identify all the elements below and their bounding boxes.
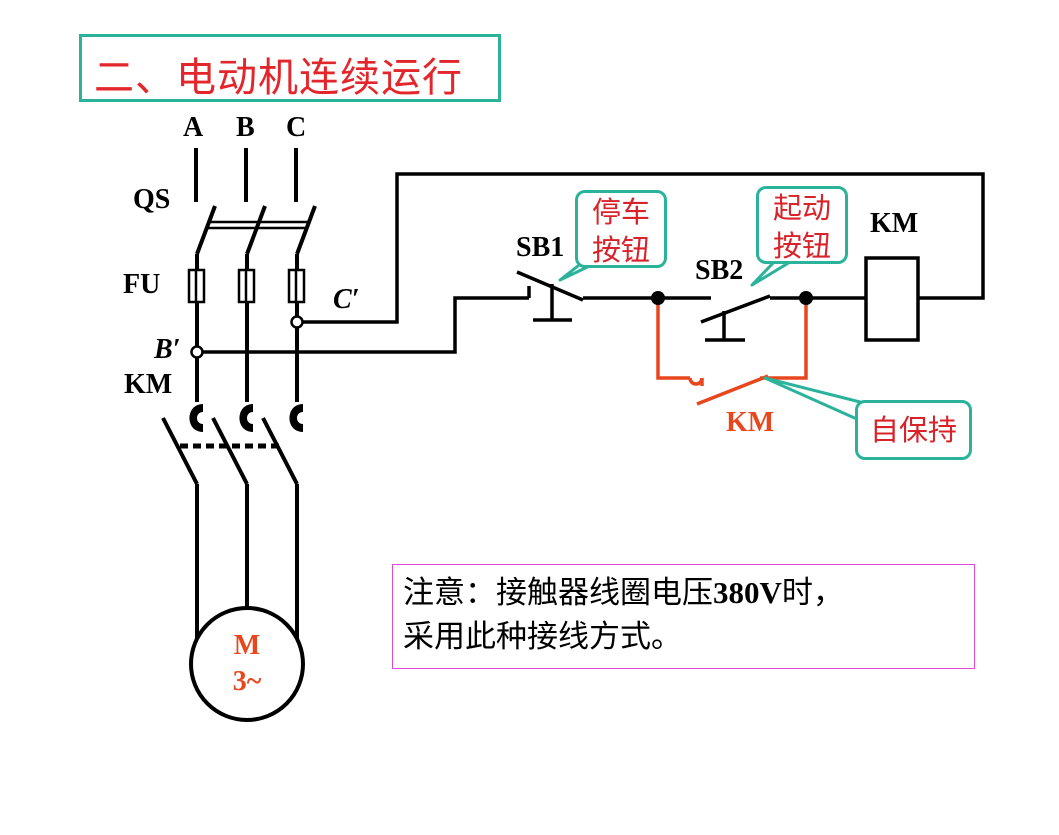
sb1-label: SB1 [516, 232, 565, 263]
self-hold-callout-text: 自保持 [869, 413, 957, 447]
motor-label-m: M [233, 630, 261, 661]
qs-blade-c [295, 205, 317, 255]
note-voltage: 380V [713, 575, 782, 610]
junction-right [799, 291, 813, 305]
page-title: 二、电动机连续运行 [94, 55, 463, 101]
title-box: 二、电动机连续运行 [79, 34, 501, 102]
control-wire-b-phase [197, 296, 529, 354]
sb2-contact-blade [700, 294, 771, 324]
motor-label-phases: 3~ [232, 666, 262, 697]
phase-label-b: B [236, 112, 255, 143]
junction-left [651, 291, 665, 305]
junction-b-prime [190, 345, 204, 359]
control-wire-c-phase [297, 172, 985, 324]
qs-mechanical-link [208, 220, 308, 230]
junction-dots [190, 291, 813, 359]
start-callout-line1: 起动 [772, 191, 831, 225]
phase-label-c: C [286, 112, 307, 143]
qs-blade-a [195, 205, 217, 255]
qs-blade-b [245, 205, 267, 255]
km-main-blade-c [261, 417, 299, 485]
fu-label: FU [123, 269, 161, 300]
control-circuit [197, 172, 985, 354]
start-button-callout: 起动 按钮 [756, 186, 848, 264]
motor-symbol: M 3~ [189, 606, 305, 722]
phase-label-a: A [183, 112, 204, 143]
km-coil [864, 256, 920, 342]
km-aux-contact-blade [696, 374, 769, 406]
b-prime-label: B′ [154, 334, 181, 365]
note-box: 注意：接触器线圈电压380V时， 采用此种接线方式。 [392, 564, 975, 669]
sb1-contact-blade [516, 270, 584, 302]
note-line1-post: 时， [781, 575, 844, 611]
km-aux-label: KM [726, 407, 775, 438]
self-hold-branch [656, 298, 808, 406]
stop-callout-line1: 停车 [591, 195, 650, 229]
sb2-label: SB2 [695, 255, 744, 286]
note-line1: 注意：接触器线圈电压380V时， [403, 571, 974, 615]
c-prime-label: C′ [333, 284, 360, 315]
km-main-label: KM [124, 369, 173, 400]
stop-callout-line2: 按钮 [591, 233, 650, 267]
km-main-blade-a [161, 417, 199, 485]
stop-button-callout: 停车 按钮 [575, 190, 667, 268]
km-main-terminals [189, 404, 303, 432]
note-line1-pre: 注意：接触器线圈电压 [403, 575, 713, 611]
self-hold-callout: 自保持 [855, 400, 972, 460]
note-line2: 采用此种接线方式。 [403, 619, 682, 655]
junction-c-prime [290, 315, 304, 329]
qs-label: QS [133, 184, 171, 215]
start-callout-line2: 按钮 [772, 229, 831, 263]
km-main-blade-b [211, 417, 249, 485]
km-coil-label: KM [870, 208, 919, 239]
